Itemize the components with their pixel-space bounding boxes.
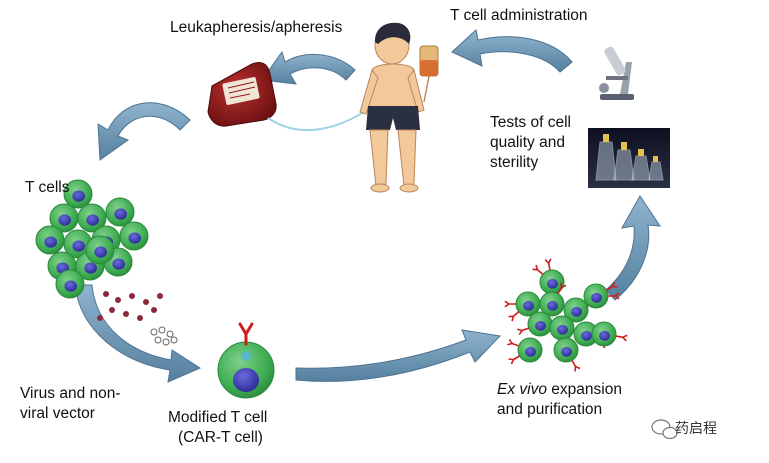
t-cell bbox=[49, 203, 79, 233]
t-cell bbox=[55, 269, 85, 299]
t-cell bbox=[35, 225, 65, 255]
t-cells-label: T cells bbox=[25, 179, 70, 196]
t-cell bbox=[119, 221, 149, 251]
t-cell bbox=[105, 197, 135, 227]
blood-bag-icon bbox=[207, 61, 377, 131]
car-receptor-icon bbox=[517, 327, 529, 336]
watermark-text: 药启程 bbox=[675, 420, 717, 436]
car-t-cell bbox=[539, 282, 567, 317]
car-receptor-icon bbox=[605, 281, 618, 291]
non-viral-vector-particles bbox=[150, 326, 178, 346]
car-receptor-icon bbox=[615, 334, 628, 342]
arrow-to-bag bbox=[261, 50, 356, 85]
watermark: 药启程 bbox=[648, 418, 717, 438]
leukapheresis-label: Leukapheresis/apheresis bbox=[170, 19, 343, 36]
car-receptor-icon bbox=[532, 264, 544, 275]
car-receptor-icon bbox=[507, 338, 519, 347]
t-cells-cluster bbox=[35, 179, 149, 299]
wechat-icon bbox=[651, 419, 678, 440]
arrow-to-person bbox=[451, 29, 573, 73]
arrow-to-t-cells bbox=[97, 102, 191, 161]
expanded-car-t-cells bbox=[504, 258, 628, 372]
viral-vector-particles bbox=[97, 291, 163, 321]
t-cell bbox=[85, 235, 115, 265]
car-receptor-icon bbox=[508, 311, 520, 322]
car-receptor-icon bbox=[544, 258, 552, 271]
patient-figure-icon bbox=[359, 22, 439, 193]
tests-label-line1: Tests of cell bbox=[490, 114, 571, 131]
cycle-arrows bbox=[74, 29, 661, 383]
car-t-cell bbox=[563, 297, 599, 323]
car-receptor-icon bbox=[608, 292, 620, 300]
modified-t-cell bbox=[217, 322, 275, 399]
virus-label-line1: Virus and non- bbox=[20, 385, 121, 402]
car-t-cell bbox=[553, 337, 581, 372]
ex-vivo-text: Ex vivo bbox=[497, 381, 547, 398]
microscope-icon bbox=[599, 46, 634, 100]
modified-cell-label-line1: Modified T cell bbox=[168, 409, 268, 426]
car-receptor-icon bbox=[238, 322, 254, 346]
car-t-cell bbox=[583, 281, 620, 309]
expansion-text: expansion bbox=[546, 381, 622, 398]
car-t-cell bbox=[504, 291, 541, 322]
tests-label-line3: sterility bbox=[490, 154, 539, 171]
virus-label-line2: viral vector bbox=[20, 405, 95, 422]
car-t-cell bbox=[532, 258, 565, 295]
arrow-to-modified-cell bbox=[74, 284, 202, 383]
tests-label-line2: quality and bbox=[490, 134, 565, 151]
modified-cell-label-line2: (CAR-T cell) bbox=[178, 429, 263, 446]
car-receptor-icon bbox=[504, 300, 516, 308]
car-receptor-icon bbox=[571, 359, 581, 372]
expansion-label-line2: and purification bbox=[497, 401, 603, 418]
t-cell-administration-label: T cell administration bbox=[450, 7, 588, 24]
arrow-to-tests bbox=[605, 195, 661, 301]
t-cell bbox=[77, 203, 107, 233]
car-t-cell bbox=[507, 337, 543, 365]
t-cell bbox=[63, 179, 93, 209]
culture-flasks-icon bbox=[588, 128, 670, 188]
car-t-cell bbox=[591, 321, 628, 347]
expansion-label-line1: Ex vivo expansion bbox=[497, 380, 622, 399]
car-t-cell bbox=[517, 311, 553, 337]
car-receptor-icon bbox=[557, 282, 567, 295]
arrow-to-expansion bbox=[295, 329, 502, 382]
car-receptor-icon bbox=[508, 355, 521, 365]
